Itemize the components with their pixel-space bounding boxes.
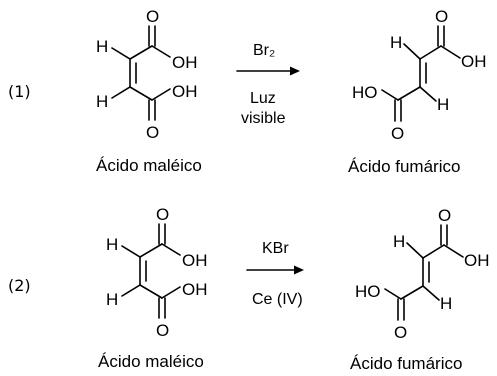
bond [419,86,437,102]
bond [422,244,445,259]
bond [129,45,153,60]
hydrogen-atom: H [440,294,452,313]
hydrogen-atom: H [106,235,118,254]
bond [406,242,424,259]
maleic-acid-structure: H H O OH OH O [96,7,198,142]
bond [151,88,171,101]
maleic-acid-structure: H H O OH OH O [106,205,208,340]
condition-label: Ce (IV) [252,291,303,308]
bond [121,284,141,297]
hydrogen-atom: H [106,290,118,309]
fumaric-acid-structure: H O OH HO H O [352,7,487,143]
hydrogen-atom: H [390,33,402,52]
hydroxyl-group: OH [172,82,198,101]
hydroxyl-group: OH [464,251,490,270]
bond [419,45,442,60]
reaction-1: (1) H H O OH OH O Ácido maléico Br₂ [8,7,487,176]
hydrogen-atom: H [393,232,405,251]
bond [422,285,440,301]
bond [129,86,153,101]
reaction-number: (1) [8,82,31,101]
hydroxyl-group: OH [172,53,198,72]
oxygen-atom: O [438,206,451,225]
fumaric-acid-structure: H O OH HO H O [355,206,490,342]
oxygen-atom: O [394,323,407,342]
oxygen-atom: O [435,7,448,26]
bond [440,45,461,59]
bond [161,243,181,256]
bond [400,285,424,300]
hydrogen-atom: H [437,95,449,114]
hydrogen-atom: H [96,37,108,56]
hydroxyl-group: OH [182,251,208,270]
bond [151,45,171,58]
bond [397,86,421,101]
hydroxyl-group: HO [352,83,378,102]
product-name: Ácido fumárico [348,157,460,176]
hydroxyl-group: OH [461,52,487,71]
hydroxyl-group: OH [182,280,208,299]
condition-label: visible [241,110,286,127]
bond [139,243,163,258]
bond [384,288,402,300]
reactant-name: Ácido maléico [96,156,202,175]
bond [403,43,421,60]
oxygen-atom: O [391,124,404,143]
oxygen-atom: O [156,321,169,340]
bond [111,47,131,60]
hydroxyl-group: HO [355,282,381,301]
bond [139,284,163,299]
oxygen-atom: O [156,205,169,224]
bond [121,245,141,258]
bond [111,86,131,99]
reagent-label: Br₂ [253,42,275,59]
reagent-label: KBr [262,240,289,257]
reactant-name: Ácido maléico [98,352,204,371]
arrow-head [294,265,304,275]
reaction-2: (2) H H O OH OH O Ácido maléico KBr [8,205,490,373]
product-name: Ácido fumárico [350,354,462,373]
hydrogen-atom: H [96,92,108,111]
oxygen-atom: O [146,7,159,26]
bond [381,89,399,101]
oxygen-atom: O [146,123,159,142]
bond [443,244,464,258]
condition-label: Luz [250,90,276,107]
bond [161,286,181,299]
arrow-head [290,66,300,76]
reaction-number: (2) [8,276,31,295]
